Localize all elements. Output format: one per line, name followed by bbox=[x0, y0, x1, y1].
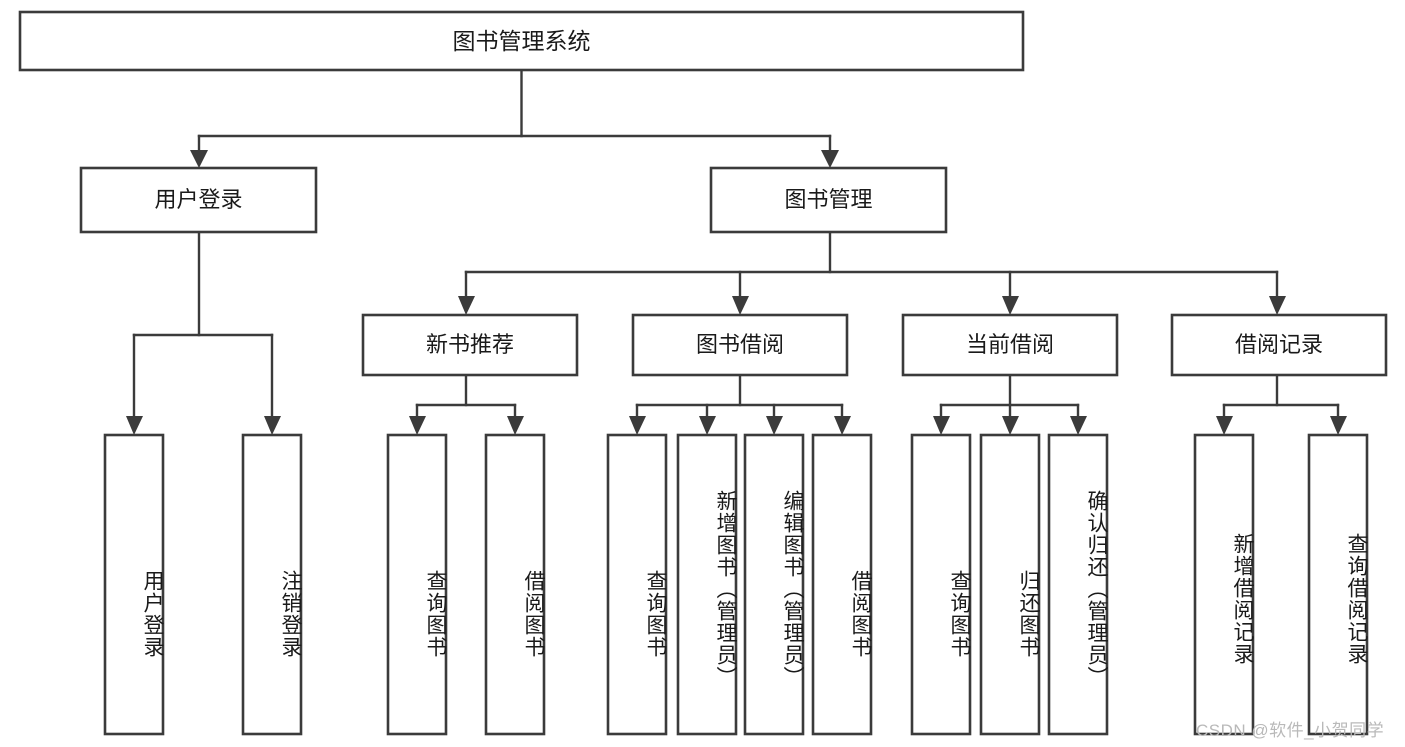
arrow-head-current-borrow bbox=[1002, 296, 1019, 315]
arrow-head-book-borrow-leaf-4 bbox=[834, 416, 851, 435]
arrow-head-book-borrow-leaf-3 bbox=[766, 416, 783, 435]
arrow-head-borrow-record-leaf-2 bbox=[1330, 416, 1347, 435]
node-user-login-label: 用户登录 bbox=[154, 187, 242, 212]
leaf-box-current-borrow-1[interactable] bbox=[979, 433, 1041, 736]
node-new-book-label: 新书推荐 bbox=[426, 332, 514, 357]
leaf-box-book-borrow-0[interactable] bbox=[606, 433, 668, 736]
arrow-head-current-borrow-leaf-2 bbox=[1002, 416, 1019, 435]
arrow-head-borrow-record bbox=[1269, 296, 1286, 315]
arrow-head-new-book-leaf-2 bbox=[507, 416, 524, 435]
arrow-head-user-login bbox=[190, 150, 208, 168]
leaf-box-new-book-0[interactable] bbox=[386, 433, 448, 736]
node-current-borrow-label: 当前借阅 bbox=[966, 332, 1054, 357]
arrow-head-new-book-leaf-1 bbox=[409, 416, 426, 435]
leaf-box-book-borrow-1[interactable] bbox=[676, 433, 738, 736]
leaf-box-current-borrow-2[interactable] bbox=[1047, 433, 1109, 736]
node-book-borrow-label: 图书借阅 bbox=[696, 332, 784, 357]
leaf-box-book-borrow-3[interactable] bbox=[811, 433, 873, 736]
node-user-login-box[interactable] bbox=[79, 166, 318, 234]
arrow-head-borrow-record-leaf-1 bbox=[1216, 416, 1233, 435]
leaf-box-borrow-record-0[interactable] bbox=[1193, 433, 1255, 736]
arrow-head-leaf-user-login bbox=[126, 416, 143, 435]
node-root-box[interactable] bbox=[18, 10, 1025, 72]
leaf-box-current-borrow-0[interactable] bbox=[910, 433, 972, 736]
node-current-borrow-box[interactable] bbox=[901, 313, 1119, 377]
leaf-box-borrow-record-1[interactable] bbox=[1307, 433, 1369, 736]
arrow-head-book-borrow bbox=[732, 296, 749, 315]
node-borrow-record-label: 借阅记录 bbox=[1235, 332, 1323, 357]
node-layer: 图书管理系统 用户登录 图书管理 新书推荐 图书借阅 当前借阅 借阅记录 bbox=[18, 10, 1388, 736]
leaf-box-book-borrow-2[interactable] bbox=[743, 433, 805, 736]
csdn-watermark: CSDN @软件_小贺同学 bbox=[1196, 721, 1385, 740]
leaf-box-user-login-0[interactable] bbox=[103, 433, 165, 736]
arrow-head-book-borrow-leaf-1 bbox=[629, 416, 646, 435]
arrow-head-leaf-logout bbox=[264, 416, 281, 435]
node-borrow-record-box[interactable] bbox=[1170, 313, 1388, 377]
arrow-head-book-borrow-leaf-2 bbox=[699, 416, 716, 435]
leaf-box-user-login-1[interactable] bbox=[241, 433, 303, 736]
leaf-box-new-book-1[interactable] bbox=[484, 433, 546, 736]
node-book-manage-box[interactable] bbox=[709, 166, 948, 234]
arrow-head-current-borrow-leaf-3 bbox=[1070, 416, 1087, 435]
node-book-manage-label: 图书管理 bbox=[784, 187, 872, 212]
node-new-book-box[interactable] bbox=[361, 313, 579, 377]
arrow-head-current-borrow-leaf-1 bbox=[933, 416, 950, 435]
arrow-head-new-book bbox=[458, 296, 475, 315]
connector-layer bbox=[126, 68, 1347, 435]
node-book-borrow-box[interactable] bbox=[631, 313, 849, 377]
node-root-label: 图书管理系统 bbox=[453, 28, 591, 54]
arrow-head-book-manage bbox=[821, 150, 839, 168]
